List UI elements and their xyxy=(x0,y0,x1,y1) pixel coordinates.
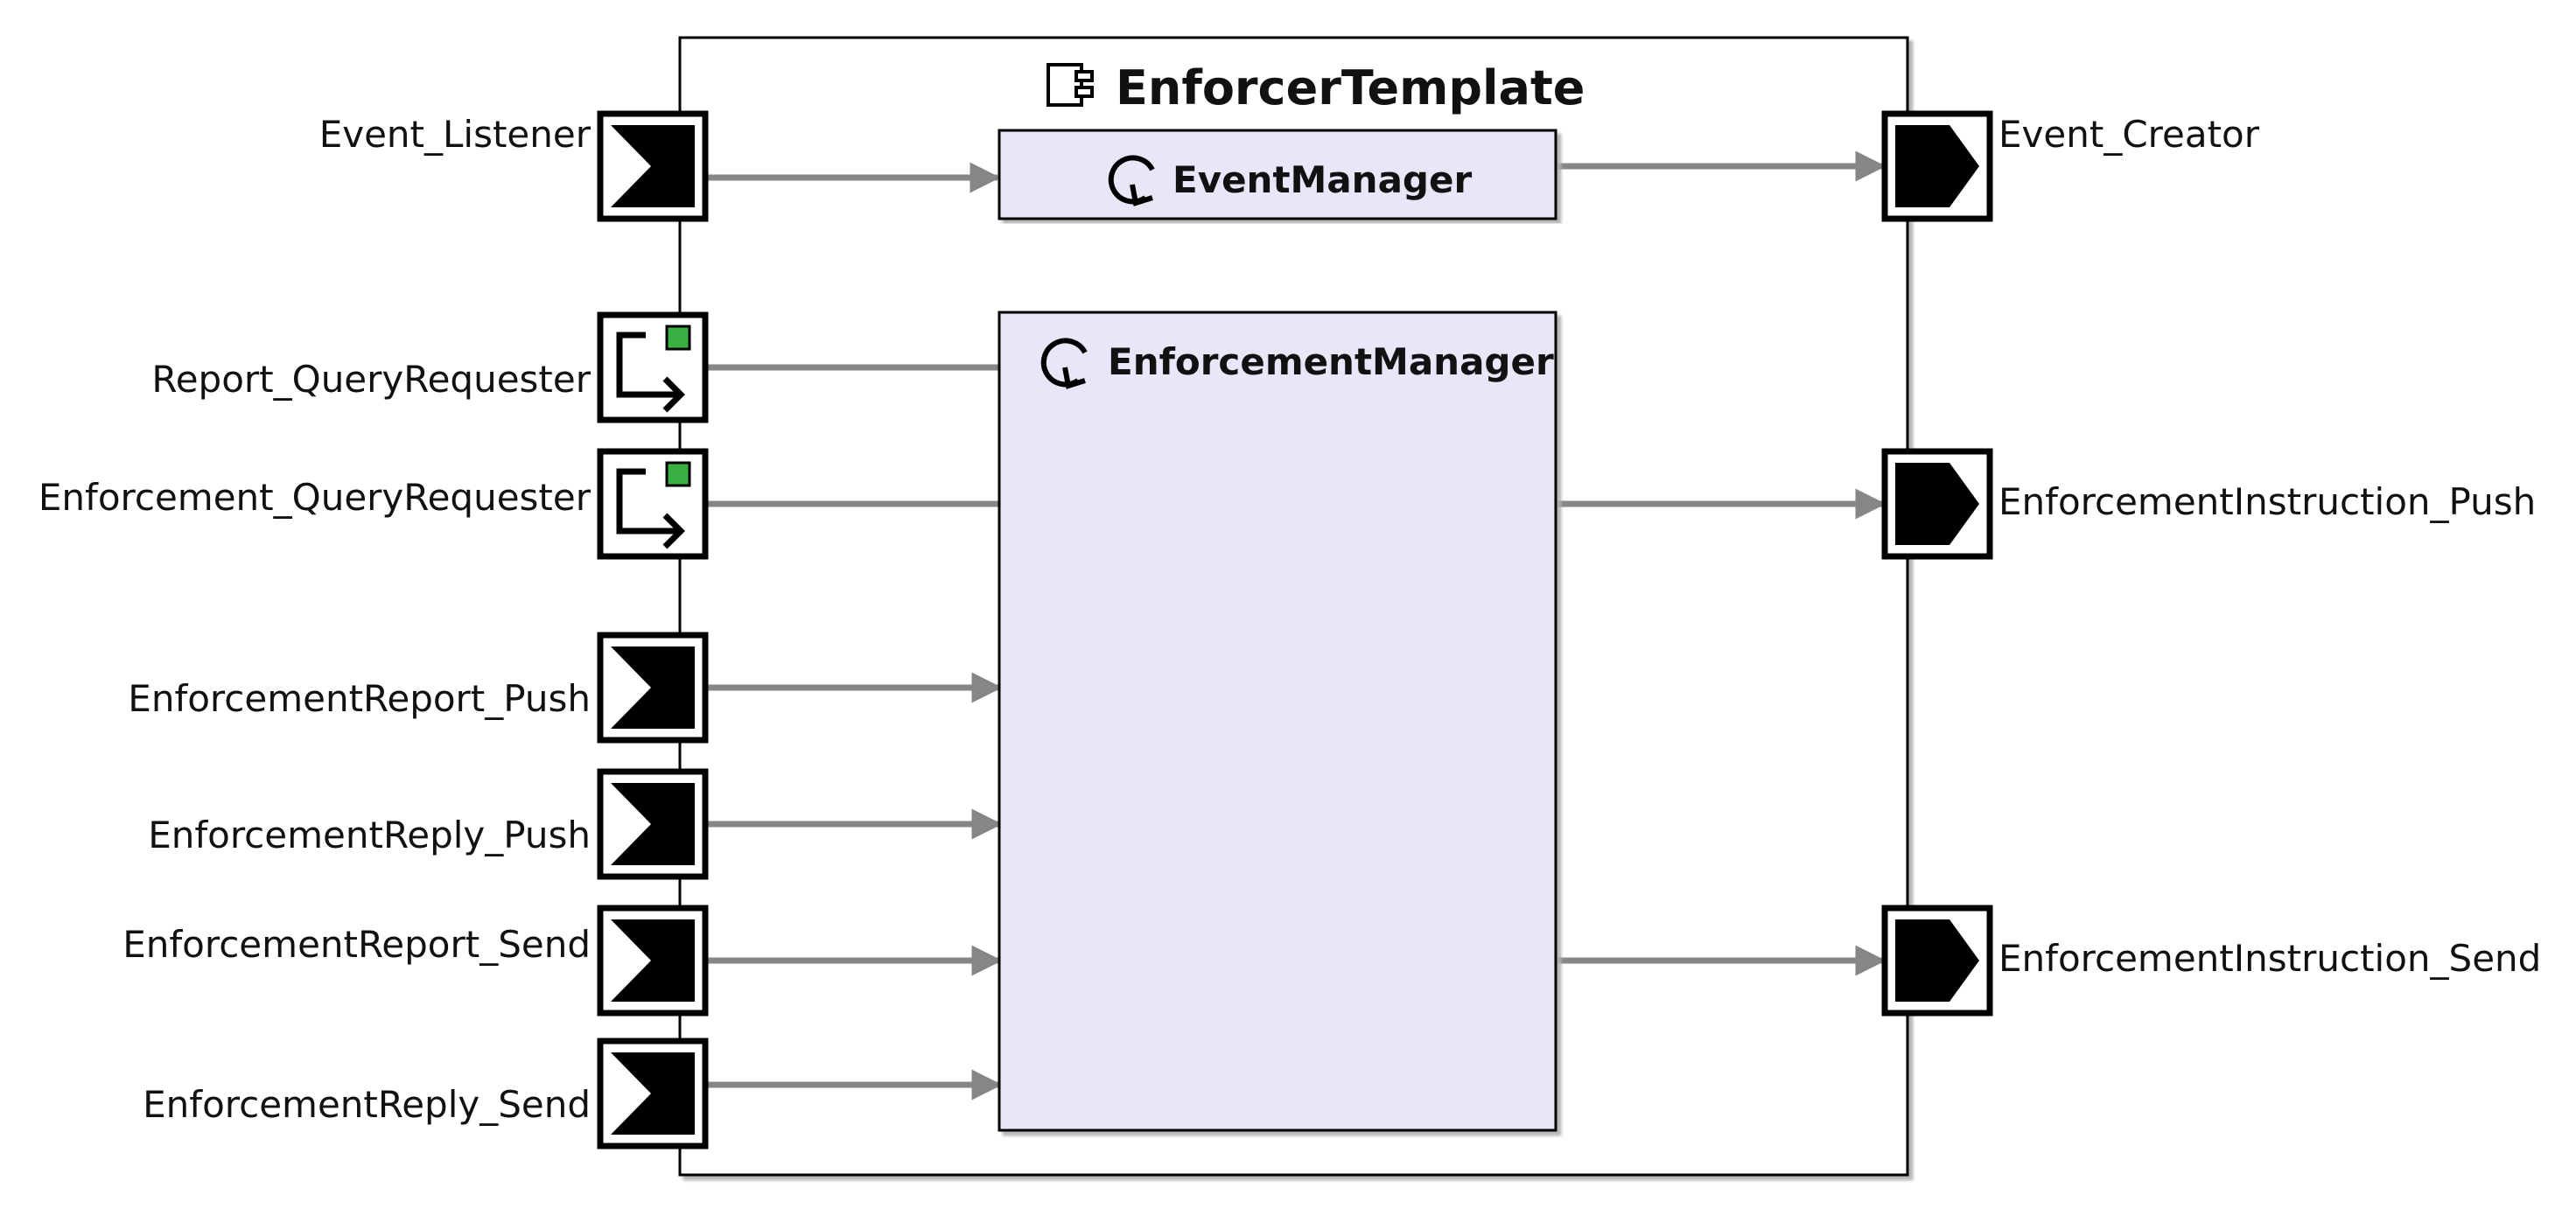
port-enforcement-reply-push[interactable] xyxy=(597,768,709,880)
output-event-port-icon xyxy=(1895,125,1979,207)
input-event-port-icon xyxy=(611,646,695,729)
port-label-enforcement-report-push: EnforcementReport_Push xyxy=(128,677,591,720)
block-enforcement-manager[interactable]: EnforcementManager xyxy=(998,311,1558,1132)
port-enforcement-query-requester[interactable] xyxy=(597,448,709,560)
port-enforcement-report-send[interactable] xyxy=(597,905,709,1017)
query-requester-port-icon xyxy=(616,325,691,413)
block-event-manager-label: EventManager xyxy=(1172,158,1472,201)
port-enforcement-instruction-send[interactable] xyxy=(1881,905,1993,1017)
port-enforcement-report-push[interactable] xyxy=(597,632,709,744)
output-event-port-icon xyxy=(1895,463,1979,545)
input-event-port-icon xyxy=(611,919,695,1002)
port-label-enforcement-reply-send: EnforcementReply_Send xyxy=(143,1083,591,1126)
input-event-port-icon xyxy=(611,125,695,207)
port-label-report-query-requester: Report_QueryRequester xyxy=(151,358,591,401)
port-enforcement-instruction-push[interactable] xyxy=(1881,448,1993,560)
output-event-port-icon xyxy=(1895,919,1979,1002)
port-label-event-creator: Event_Creator xyxy=(1998,113,2260,156)
input-event-port-icon xyxy=(611,783,695,865)
port-label-enforcement-report-send: EnforcementReport_Send xyxy=(122,923,591,966)
input-event-port-icon xyxy=(611,1052,695,1135)
query-requester-port-icon xyxy=(616,461,691,549)
block-event-manager[interactable]: EventManager xyxy=(998,129,1558,220)
block-enforcement-manager-label: EnforcementManager xyxy=(1108,340,1554,383)
port-report-query-requester[interactable] xyxy=(597,311,709,423)
port-label-enforcement-reply-push: EnforcementReply_Push xyxy=(148,814,591,856)
cycle-icon xyxy=(1040,338,1088,389)
port-event-creator[interactable] xyxy=(1881,110,1993,222)
composite-title: EnforcerTemplate xyxy=(1116,60,1585,115)
port-label-event-listener: Event_Listener xyxy=(319,113,592,156)
port-label-enforcement-instruction-push: EnforcementInstruction_Push xyxy=(1998,480,2536,523)
port-label-enforcement-query-requester: Enforcement_QueryRequester xyxy=(38,476,592,519)
port-event-listener[interactable] xyxy=(597,110,709,222)
connections xyxy=(707,150,1886,1101)
port-enforcement-reply-send[interactable] xyxy=(597,1038,709,1150)
port-label-enforcement-instruction-send: EnforcementInstruction_Send xyxy=(1998,937,2541,980)
component-icon xyxy=(1046,63,1094,107)
cycle-icon xyxy=(1108,155,1155,206)
